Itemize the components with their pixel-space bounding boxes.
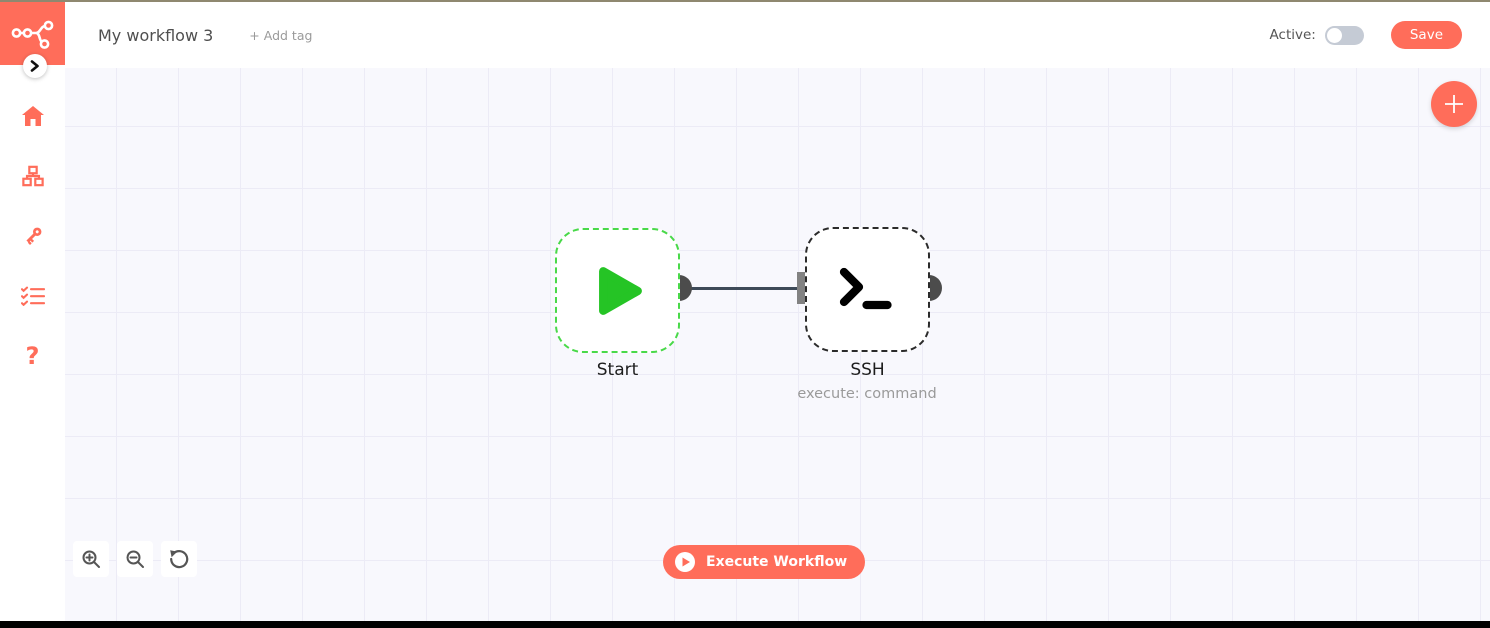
workflow-canvas[interactable]: Start SSH execute: command [65,68,1490,621]
window-top-border [0,0,1490,2]
sidebar: ? [0,0,65,621]
checklist-icon [20,286,45,306]
header-bar: My workflow 3 + Add tag Active: Save [65,2,1490,68]
window-bottom-bar [0,621,1490,628]
zoom-out-button[interactable] [117,541,153,577]
plus-icon [1445,95,1463,113]
add-node-button[interactable] [1431,81,1477,127]
active-toggle[interactable] [1324,25,1364,45]
node-start[interactable] [555,228,680,353]
toggle-knob [1326,27,1342,43]
execute-workflow-button[interactable]: Execute Workflow [663,545,866,579]
n8n-logo-icon [11,20,53,49]
active-label: Active: [1269,27,1316,43]
chevron-right-icon [30,60,39,72]
sidebar-item-help[interactable]: ? [0,326,65,386]
node-start-label: Start [596,360,639,380]
add-tag-button[interactable]: + Add tag [249,27,313,43]
sidebar-expand-button[interactable] [23,54,47,78]
execute-workflow-label: Execute Workflow [706,554,848,570]
reset-zoom-icon [170,550,189,569]
sidebar-item-credentials[interactable] [0,206,65,266]
save-button[interactable]: Save [1390,21,1462,49]
question-icon: ? [25,342,40,370]
zoom-controls [73,541,205,577]
terminal-icon [839,267,892,309]
sidebar-item-workflows[interactable] [0,146,65,206]
sitemap-icon [21,165,44,187]
zoom-in-icon [82,550,100,568]
node-ssh-subtitle: execute: command [797,386,937,402]
sidebar-item-executions[interactable] [0,266,65,326]
connection-line[interactable] [679,286,805,290]
zoom-reset-button[interactable] [161,541,197,577]
key-icon [25,227,41,245]
workflow-title[interactable]: My workflow 3 [98,25,214,45]
zoom-out-icon [126,550,144,568]
sidebar-nav: ? [0,86,65,386]
play-icon [598,266,642,315]
node-ssh-label: SSH [850,360,885,380]
header-actions: Active: Save [1270,21,1462,49]
home-icon [21,106,44,126]
node-ssh[interactable] [805,227,930,352]
zoom-in-button[interactable] [73,541,109,577]
sidebar-item-home[interactable] [0,86,65,146]
play-circle-icon [673,550,697,574]
